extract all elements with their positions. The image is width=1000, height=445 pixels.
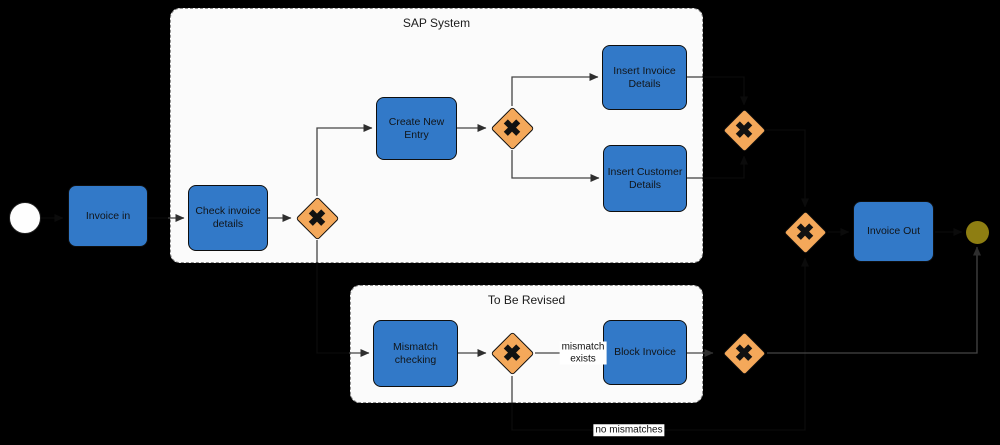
edge-after-block-to-end <box>767 246 981 354</box>
edge-insert-customer-to-merge <box>702 155 748 179</box>
edge-merge-to-out-gateway <box>766 129 809 208</box>
x-gateway-icon: ✖ <box>502 339 522 366</box>
x-gateway-icon: ✖ <box>734 339 754 366</box>
gateway-after-create[interactable]: ✖ <box>490 106 534 150</box>
edge-label-line: exists <box>570 353 596 364</box>
start-event[interactable] <box>9 202 41 234</box>
x-gateway-icon: ✖ <box>734 116 754 143</box>
task-mismatch-checking[interactable]: Mismatch checking <box>373 320 458 387</box>
edge-label-line: no mismatches <box>595 424 663 436</box>
gateway-before-invoice-out[interactable]: ✖ <box>783 210 827 254</box>
task-invoice-in[interactable]: Invoice in <box>68 185 148 247</box>
x-gateway-icon: ✖ <box>795 218 815 245</box>
container-title-sap-system: SAP System <box>402 16 471 30</box>
task-invoice-out[interactable]: Invoice Out <box>853 201 934 262</box>
edge-insert-invoice-to-merge <box>702 76 748 106</box>
task-block-invoice[interactable]: Block Invoice <box>603 320 687 385</box>
edge-gateway-to-mismatch-hidden <box>316 262 349 354</box>
container-title-to-be-revised: To Be Revised <box>487 293 566 307</box>
edge-label-no-mismatches[interactable]: no mismatches <box>593 424 665 436</box>
gateway-after-check[interactable]: ✖ <box>295 196 339 240</box>
gateway-after-block[interactable]: ✖ <box>722 331 766 375</box>
task-check-invoice-details[interactable]: Check invoice details <box>188 185 268 251</box>
task-insert-invoice-details[interactable]: Insert Invoice Details <box>602 45 687 110</box>
gateway-merge-inserts[interactable]: ✖ <box>722 108 766 152</box>
edge-label-line: mismatch <box>561 341 605 353</box>
end-event[interactable] <box>965 220 989 244</box>
task-insert-customer-details[interactable]: Insert Customer Details <box>603 145 687 212</box>
task-create-new-entry[interactable]: Create New Entry <box>376 97 457 160</box>
x-gateway-icon: ✖ <box>307 204 327 231</box>
gateway-after-mismatch-check[interactable]: ✖ <box>490 331 534 375</box>
x-gateway-icon: ✖ <box>502 114 522 141</box>
